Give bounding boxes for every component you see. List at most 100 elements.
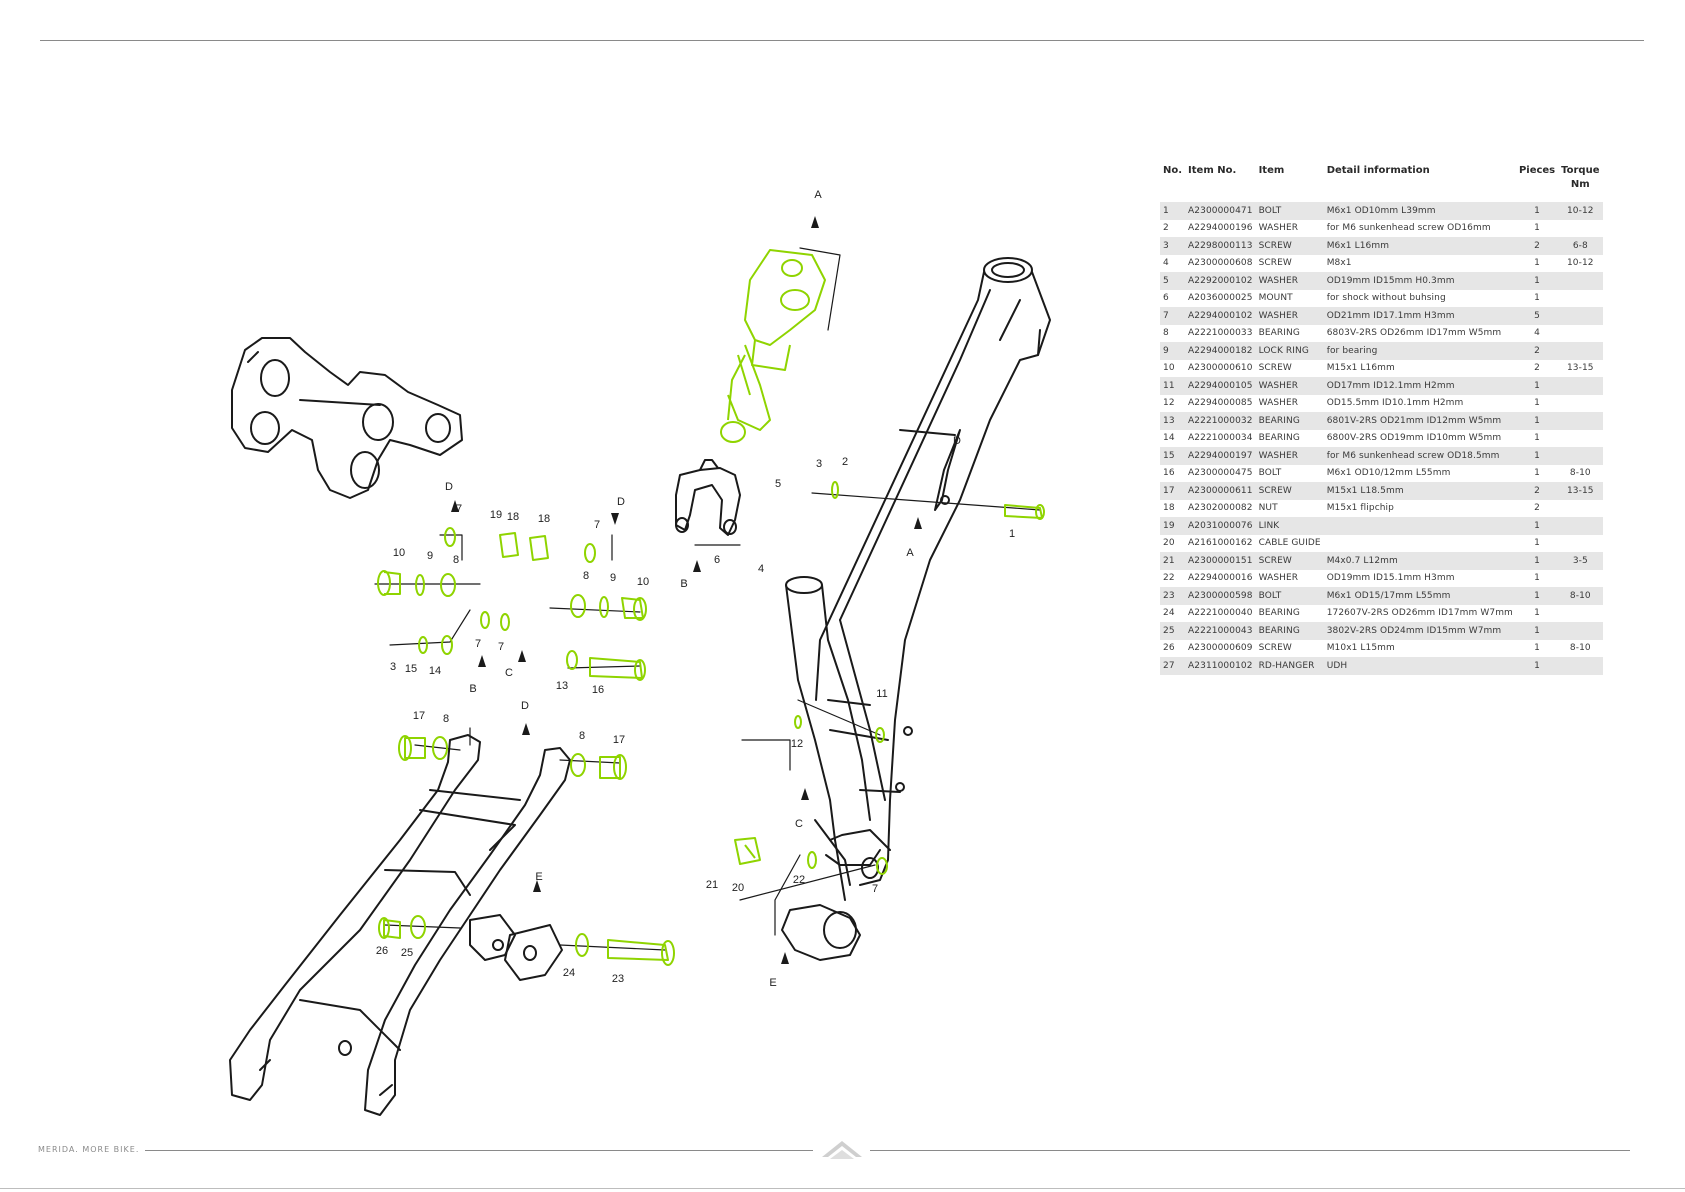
cell-pieces: 1 (1515, 587, 1559, 605)
callout-26: 26 (376, 945, 388, 957)
cell-item-no: A2300000151 (1185, 552, 1256, 570)
cell-no: 14 (1160, 429, 1186, 447)
cell-no: 3 (1160, 237, 1186, 255)
cell-no: 23 (1160, 587, 1186, 605)
callout-5: 5 (775, 478, 781, 490)
cell-no: 9 (1160, 342, 1186, 360)
callout-23: 23 (612, 973, 624, 985)
cell-pieces: 1 (1515, 447, 1559, 465)
col-header-torque: Torque Nm (1558, 160, 1602, 202)
callout-15: 15 (405, 663, 417, 675)
callout-10: 10 (393, 547, 405, 559)
cell-detail: M6x1 OD10/12mm L55mm (1323, 464, 1516, 482)
cell-pieces: 1 (1515, 517, 1559, 535)
cell-pieces: 1 (1515, 254, 1559, 272)
cell-pieces: 1 (1515, 202, 1559, 220)
assembly-axis-lines (374, 247, 1041, 951)
cell-detail: UDH (1323, 657, 1516, 675)
cell-pieces: 2 (1515, 499, 1559, 517)
cell-item-no: A2031000076 (1185, 517, 1256, 535)
cell-item: LOCK RING (1255, 342, 1324, 360)
cell-detail: M4x0.7 L12mm (1323, 552, 1516, 570)
cell-item: WASHER (1255, 377, 1324, 395)
callout-8: 8 (453, 554, 459, 566)
cell-item-no: A2292000102 (1185, 272, 1256, 290)
cell-torque (1558, 219, 1603, 237)
callout-D-right: D (617, 496, 625, 508)
cell-item: SCREW (1255, 237, 1324, 255)
callout-8: 8 (583, 570, 589, 582)
callout-4: 4 (758, 563, 764, 575)
cell-torque: 3-5 (1558, 552, 1603, 570)
cell-torque (1558, 272, 1603, 290)
cell-item: BEARING (1255, 622, 1324, 640)
cell-torque (1558, 377, 1603, 395)
col-header-item: Item (1258, 165, 1285, 176)
cell-torque (1558, 324, 1603, 342)
callout-18: 18 (507, 511, 519, 523)
cell-detail: M15x1 L16mm (1323, 359, 1516, 377)
cell-no: 25 (1160, 622, 1186, 640)
cell-item: WASHER (1255, 447, 1324, 465)
cell-item-no: A2300000471 (1185, 202, 1256, 220)
cell-detail: OD17mm ID12.1mm H2mm (1323, 377, 1516, 395)
cell-no: 2 (1160, 219, 1186, 237)
washer-2-drawing (831, 481, 839, 499)
cell-pieces: 2 (1515, 359, 1559, 377)
cell-no: 4 (1160, 254, 1186, 272)
footer-divider-right (870, 1150, 1630, 1151)
cell-no: 13 (1160, 412, 1186, 430)
cell-item-no: A2294000197 (1185, 447, 1256, 465)
cell-item: CABLE GUIDE (1255, 534, 1324, 552)
col-header-torque-unit: Nm (1570, 179, 1590, 190)
cell-item-no: A2300000609 (1185, 639, 1256, 657)
cell-item-no: A2300000611 (1185, 482, 1256, 500)
cell-item: MOUNT (1255, 289, 1324, 307)
table-header-row: No. Item No. Item Detail information Pie… (1160, 160, 1603, 202)
cell-torque (1558, 289, 1603, 307)
cell-torque: 10-12 (1558, 202, 1603, 220)
cell-item: NUT (1255, 499, 1324, 517)
cell-item: RD-HANGER (1255, 657, 1324, 675)
cell-torque (1558, 517, 1603, 535)
cell-item: SCREW (1255, 552, 1324, 570)
cell-torque: 6-8 (1558, 237, 1603, 255)
cell-torque: 13-15 (1558, 482, 1603, 500)
callout-19: 19 (490, 509, 502, 521)
parts-list-table: No. Item No. Item Detail information Pie… (1160, 160, 1603, 675)
cell-torque (1558, 412, 1603, 430)
bottom-divider (0, 1188, 1685, 1189)
cell-pieces: 1 (1515, 552, 1559, 570)
cell-detail: for M6 sunkenhead screw OD18.5mm (1323, 447, 1516, 465)
callout-7: 7 (594, 519, 600, 531)
cell-detail: OD15.5mm ID10.1mm H2mm (1323, 394, 1516, 412)
cell-detail: 172607V-2RS OD26mm ID17mm W7mm (1323, 604, 1516, 622)
callout-A-frame: A (906, 547, 914, 559)
callout-C-rocker: C (505, 667, 513, 679)
cell-item-no: A2294000105 (1185, 377, 1256, 395)
cell-item-no: A2302000082 (1185, 499, 1256, 517)
main-frame-drawing (781, 257, 1051, 961)
cell-pieces: 2 (1515, 237, 1559, 255)
cell-pieces: 1 (1515, 604, 1559, 622)
callout-D-frame: D (953, 435, 961, 447)
cell-item: WASHER (1255, 394, 1324, 412)
cell-torque: 13-15 (1558, 359, 1603, 377)
cell-no: 19 (1160, 517, 1186, 535)
cell-no: 16 (1160, 464, 1186, 482)
cell-pieces: 1 (1515, 272, 1559, 290)
